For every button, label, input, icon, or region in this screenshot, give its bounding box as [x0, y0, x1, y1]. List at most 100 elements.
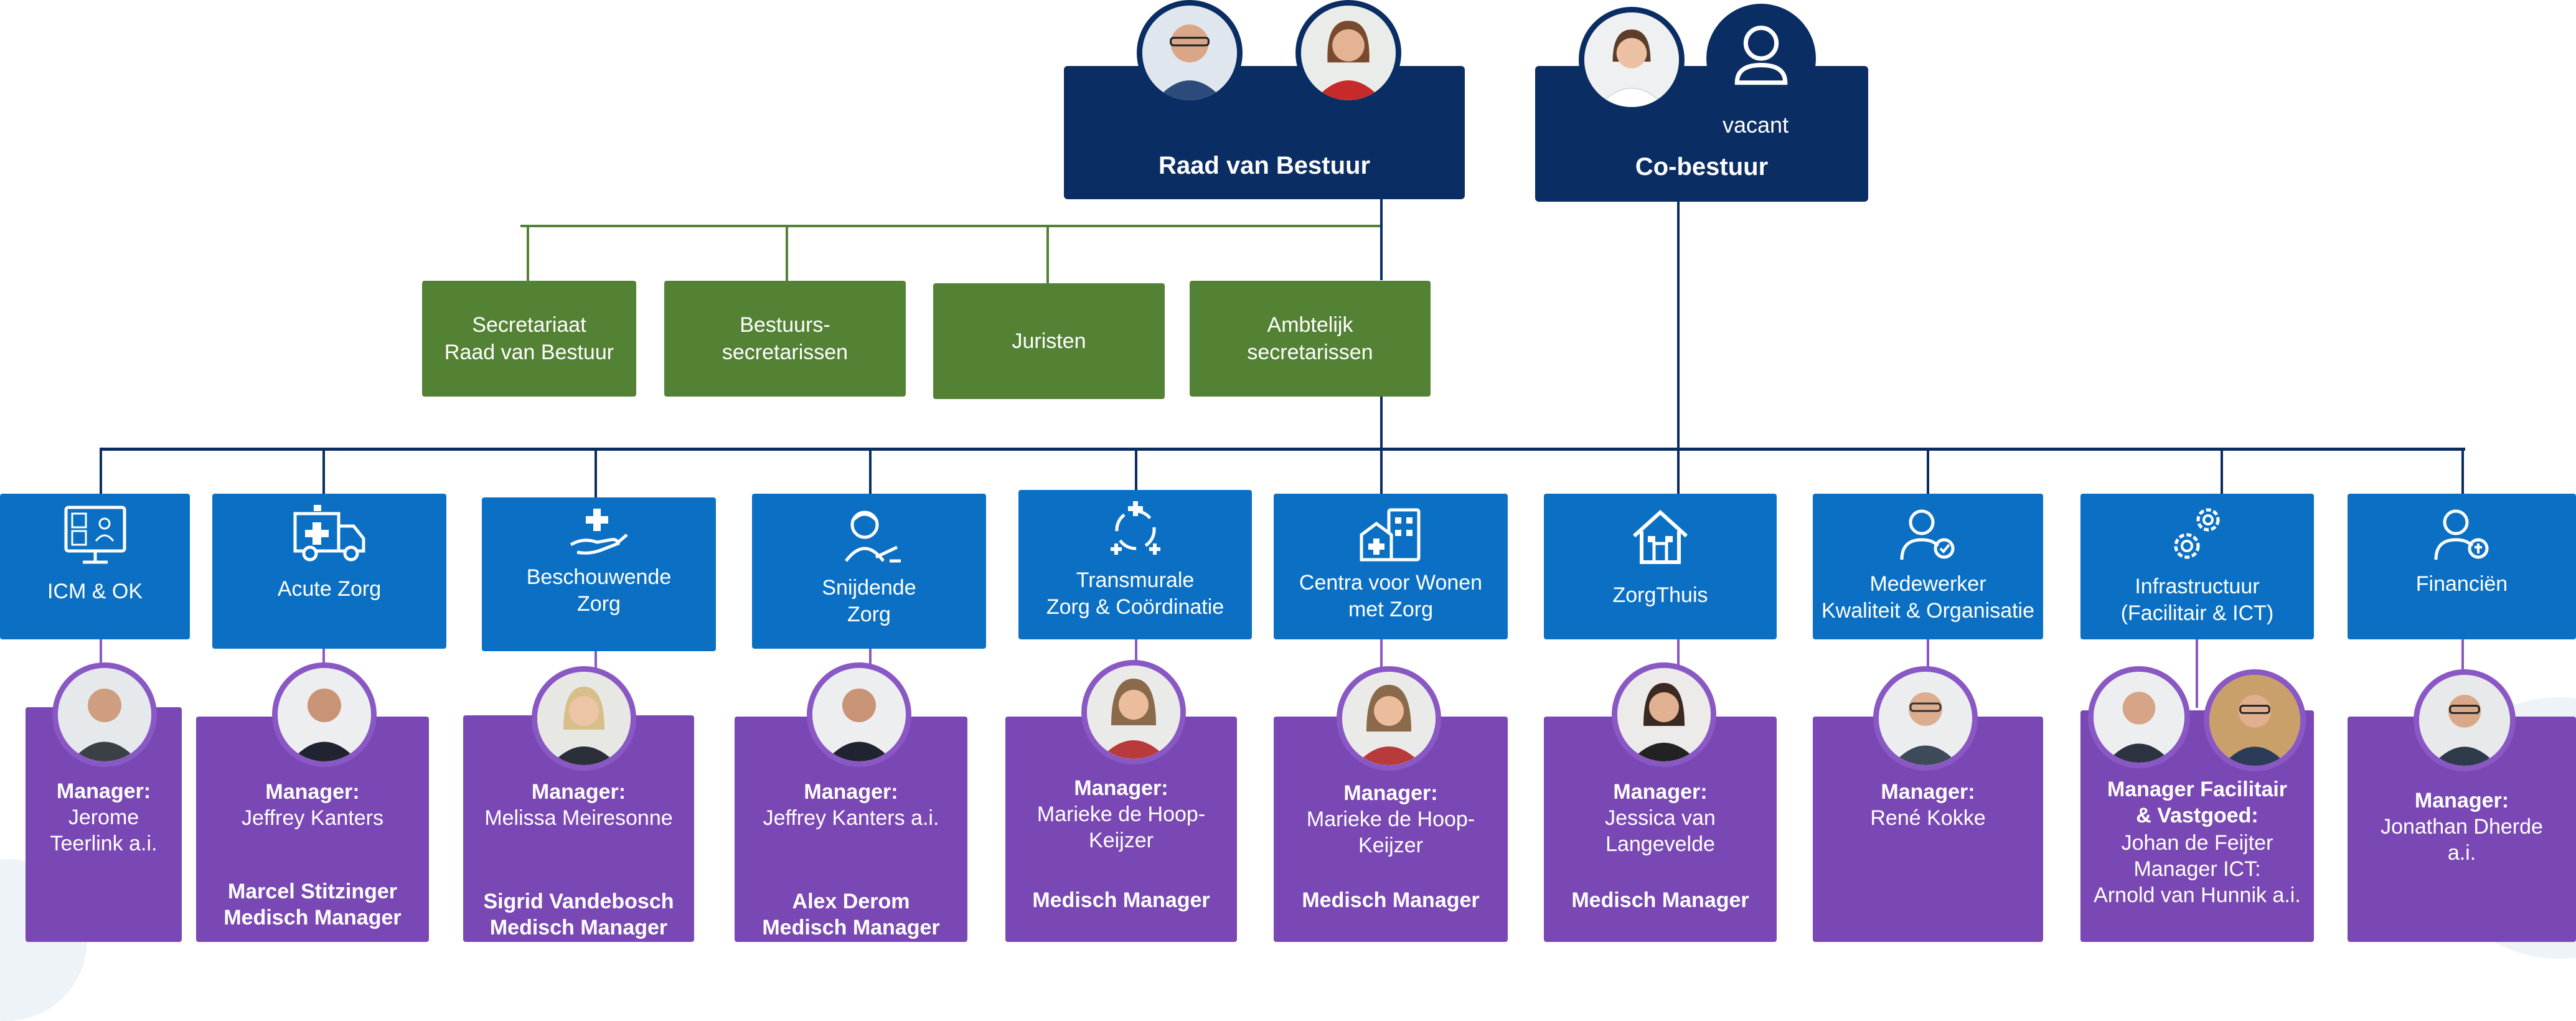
connector-line: [2461, 639, 2464, 677]
connector-line: [1135, 639, 1137, 664]
unit-box-centra-wonen-zorg[interactable]: Centra voor Wonen met Zorg: [1274, 494, 1508, 639]
home-icon: [1632, 509, 1688, 564]
medical-manager-label: Medisch Manager: [1032, 888, 1210, 912]
manager-title: Manager:: [1343, 781, 1438, 805]
connector-line: [1135, 448, 1137, 490]
unit-box-medewerker-kwaliteit[interactable]: Medewerker Kwaliteit & Organisatie: [1813, 494, 2043, 639]
manager-box-medewerker-kwaliteit[interactable]: Manager: René Kokke: [1813, 717, 2043, 942]
manager-avatar: [532, 666, 636, 771]
unit-label: Beschouwende Zorg: [526, 565, 672, 616]
connector-line: [322, 649, 325, 674]
connector-line: [786, 226, 788, 281]
board-member-avatar: [1579, 7, 1685, 113]
raad-van-bestuur-title: Raad van Bestuur: [1158, 152, 1371, 179]
manager-avatar: [1612, 662, 1716, 767]
manager-avatar: [52, 662, 157, 767]
staff-box-secretariaat[interactable]: Secretariaat Raad van Bestuur: [422, 281, 636, 397]
manager-name: Marieke de Hoop- Keijzer: [1037, 802, 1206, 852]
staff-label: Ambtelijk secretarissen: [1247, 313, 1373, 364]
connector-line: [2221, 448, 2223, 494]
manager-title: Manager:: [1613, 780, 1708, 804]
staff-label: Juristen: [1012, 329, 1086, 353]
manager-title: Manager:: [804, 780, 898, 804]
connector-line: [595, 651, 597, 676]
board-member-avatar: [1137, 0, 1243, 106]
medical-manager-label: Marcel Stitzinger Medisch Manager: [223, 880, 402, 929]
unit-label: ICM & OK: [47, 580, 143, 603]
manager-avatar: [1873, 666, 1978, 771]
manager-box-zorgthuis[interactable]: Manager: Jessica van Langevelde Medisch …: [1544, 717, 1777, 942]
medical-manager-label: Sigrid Vandebosch Medisch Manager: [483, 890, 674, 939]
ambulance-icon: [293, 505, 365, 562]
unit-box-transmurale-zorg[interactable]: Transmurale Zorg & Coördinatie: [1018, 490, 1252, 639]
manager-avatar: [272, 662, 377, 767]
connector-line: [1677, 448, 1680, 494]
manager-title: Manager:: [1881, 780, 1975, 804]
staff-box-ambtelijk-secretarissen[interactable]: Ambtelijk secretarissen: [1190, 281, 1431, 397]
manager-title: Manager:: [2414, 789, 2509, 812]
staff-label: Bestuurs- secretarissen: [722, 313, 848, 364]
unit-label: Snijdende Zorg: [822, 576, 916, 626]
connector-line: [1380, 448, 1383, 494]
connector-line: [1677, 200, 1680, 449]
employee-icon: [1900, 509, 1955, 560]
manager-name: Jeffrey Kanters: [241, 806, 384, 830]
unit-label: Financiën: [2415, 572, 2508, 596]
manager-avatar: [2204, 669, 2306, 771]
co-bestuur-box[interactable]: vacant Co-bestuur: [1535, 66, 1868, 202]
raad-van-bestuur-box[interactable]: Raad van Bestuur: [1064, 66, 1465, 199]
board-member-avatar: [1295, 0, 1401, 106]
unit-box-financien[interactable]: Financiën: [2348, 494, 2576, 639]
unit-box-infrastructuur[interactable]: Infrastructuur (Facilitair & ICT): [2080, 494, 2314, 639]
connector-line: [100, 448, 2465, 451]
manager-title: Manager:: [531, 780, 626, 804]
vacant-person-icon: [1706, 4, 1816, 113]
manager-avatar: [1337, 666, 1441, 771]
connector-line: [595, 448, 597, 497]
manager-avatar: [2414, 669, 2516, 771]
manager-title: Manager:: [265, 780, 360, 804]
unit-box-zorgthuis[interactable]: ZorgThuis: [1544, 494, 1777, 639]
medical-manager-label: Medisch Manager: [1302, 888, 1480, 912]
connector-line: [1046, 226, 1049, 283]
connector-line: [869, 448, 872, 494]
manager-avatar: [2088, 666, 2190, 768]
unit-label: Acute Zorg: [277, 577, 382, 601]
co-bestuur-title: Co-bestuur: [1635, 153, 1769, 181]
connector-line: [100, 639, 102, 677]
hand-cross-icon: [570, 509, 628, 555]
manager-name: Melissa Meiresonne: [484, 806, 673, 830]
unit-box-icm-ok[interactable]: ICM & OK: [0, 494, 190, 639]
surgeon-icon: [845, 510, 901, 563]
unit-box-beschouwende-zorg[interactable]: Beschouwende Zorg: [482, 497, 716, 651]
manager-title: Manager:: [56, 779, 151, 803]
vacant-label: vacant: [1723, 112, 1789, 138]
connector-line: [1927, 448, 1929, 494]
manager-name: René Kokke: [1870, 806, 1986, 830]
care-cycle-icon: [1110, 501, 1160, 555]
manager-avatar: [1081, 660, 1186, 765]
connector-line: [1677, 639, 1680, 670]
manager-avatar: [807, 662, 911, 767]
connector-line: [527, 226, 529, 281]
monitor-people-icon: [64, 506, 126, 564]
unit-label: ZorgThuis: [1612, 583, 1708, 607]
manager-name: Johan de Feijter Manager ICT: Arnold van…: [2094, 831, 2301, 907]
unit-box-snijdende-zorg[interactable]: Snijdende Zorg: [752, 494, 986, 649]
staff-label: Secretariaat Raad van Bestuur: [444, 313, 614, 364]
connector-line: [1927, 639, 1929, 670]
connector-line: [2196, 639, 2198, 708]
finance-person-icon: [2434, 509, 2488, 560]
staff-box-bestuurssecretarissen[interactable]: Bestuurs- secretarissen: [664, 281, 906, 397]
unit-label: Medewerker Kwaliteit & Organisatie: [1821, 572, 2035, 623]
manager-name: Jonathan Dherde a.i.: [2381, 815, 2543, 865]
manager-title: Manager:: [1074, 776, 1168, 800]
staff-box-juristen[interactable]: Juristen: [933, 283, 1165, 399]
connector-line: [1380, 199, 1383, 280]
connector-line: [1380, 395, 1383, 448]
manager-name: Jeffrey Kanters a.i.: [763, 806, 939, 830]
unit-box-acute-zorg[interactable]: Acute Zorg: [212, 494, 446, 649]
connector-line: [2461, 448, 2464, 494]
medical-manager-label: Medisch Manager: [1571, 888, 1749, 912]
connector-line: [869, 649, 872, 674]
